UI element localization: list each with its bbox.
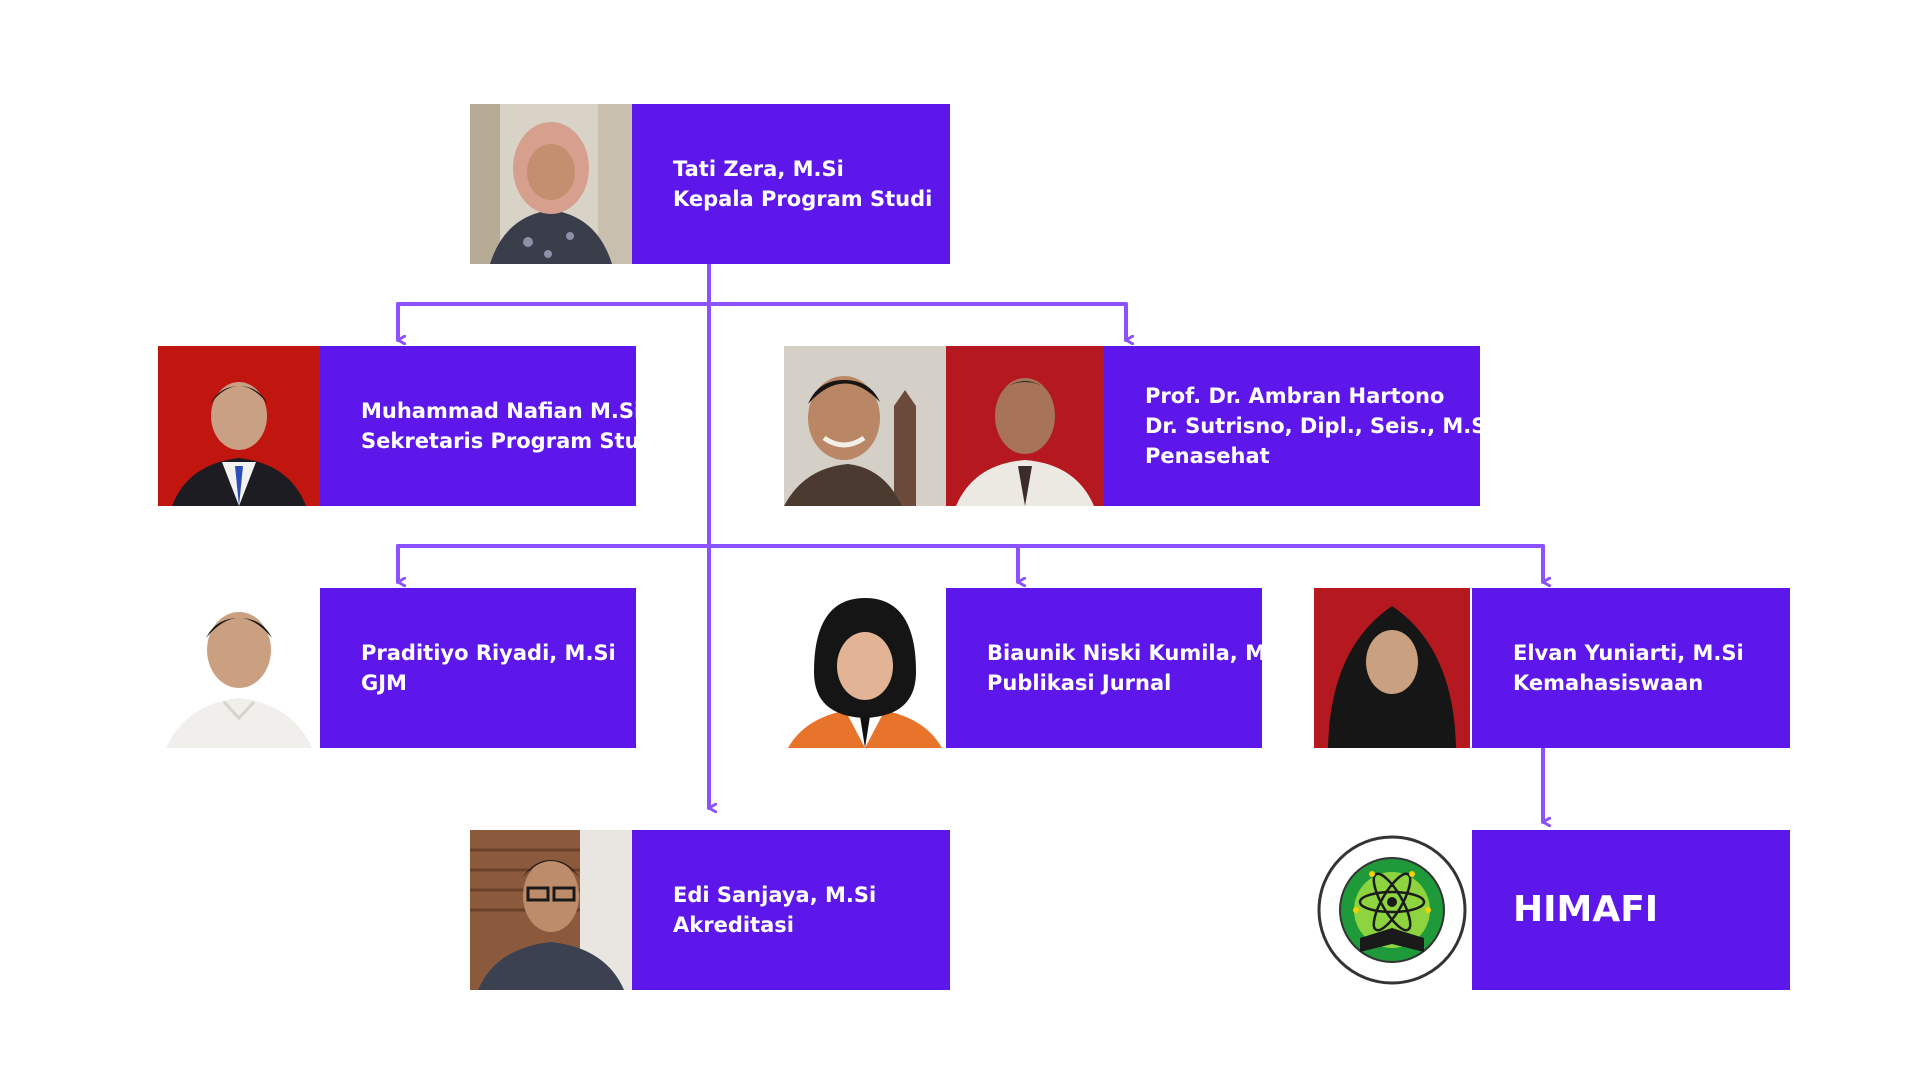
node-kaprodi: Tati Zera, M.Si Kepala Program Studi xyxy=(632,104,950,264)
gjm-name: Praditiyo Riyadi, M.Si xyxy=(361,641,616,665)
publikasi-role: Publikasi Jurnal xyxy=(987,671,1172,695)
portrait-photo-publikasi xyxy=(784,588,946,748)
publikasi-name: Biaunik Niski Kumila, M.S xyxy=(987,641,1290,665)
portrait-photo-penasehat-2 xyxy=(946,346,1104,506)
portrait-photo-kemahasiswaan xyxy=(1314,588,1470,748)
portrait-photo-akreditasi xyxy=(470,830,632,990)
sekretaris-role: Sekretaris Program Studi xyxy=(361,429,662,453)
portrait-photo-gjm xyxy=(158,588,320,748)
kaprodi-role: Kepala Program Studi xyxy=(673,187,933,211)
kaprodi-name: Tati Zera, M.Si xyxy=(673,157,844,181)
gjm-role: GJM xyxy=(361,671,407,695)
himafi-logo xyxy=(1316,834,1468,986)
node-penasehat: Prof. Dr. Ambran Hartono Dr. Sutrisno, D… xyxy=(1104,346,1494,506)
kemahasiswaan-role: Kemahasiswaan xyxy=(1513,671,1704,695)
portrait-photo-sekretaris xyxy=(158,346,320,506)
node-kemahasiswaan: Elvan Yuniarti, M.Si Kemahasiswaan xyxy=(1472,588,1790,748)
penasehat-name-1: Prof. Dr. Ambran Hartono xyxy=(1145,384,1445,408)
node-akreditasi: Edi Sanjaya, M.Si Akreditasi xyxy=(632,830,950,990)
portrait-photo-kaprodi xyxy=(470,104,632,264)
node-sekretaris: Muhammad Nafian M.Si Sekretaris Program … xyxy=(320,346,662,506)
akreditasi-role: Akreditasi xyxy=(673,913,794,937)
node-himafi: HIMAFI xyxy=(1472,830,1790,990)
penasehat-name-2: Dr. Sutrisno, Dipl., Seis., M.Si xyxy=(1145,414,1494,438)
penasehat-role: Penasehat xyxy=(1145,444,1270,468)
node-publikasi: Biaunik Niski Kumila, M.S Publikasi Jurn… xyxy=(946,588,1290,748)
node-gjm: Praditiyo Riyadi, M.Si GJM xyxy=(320,588,636,748)
kemahasiswaan-name: Elvan Yuniarti, M.Si xyxy=(1513,641,1744,665)
himafi-label: HIMAFI xyxy=(1513,889,1659,930)
portrait-photo-penasehat-1 xyxy=(784,346,946,506)
sekretaris-name: Muhammad Nafian M.Si xyxy=(361,399,642,423)
akreditasi-name: Edi Sanjaya, M.Si xyxy=(673,883,877,907)
